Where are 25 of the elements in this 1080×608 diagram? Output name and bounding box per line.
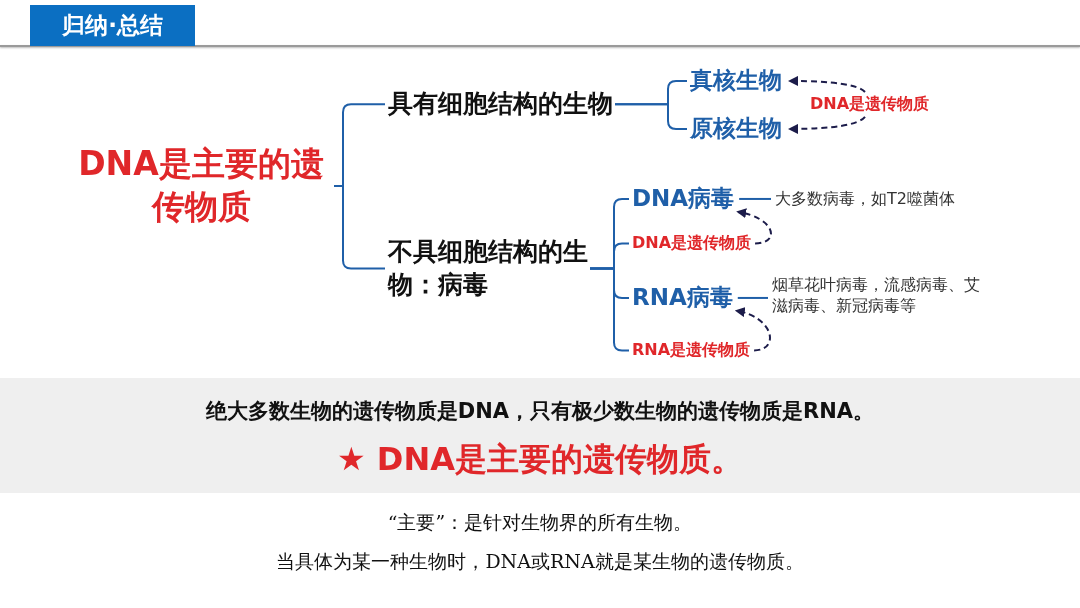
dashed-arrow — [788, 115, 866, 134]
branch-label: DNA是遗传物质 — [810, 94, 930, 115]
dashed-arrow — [736, 208, 772, 245]
dashed-arrow — [788, 76, 866, 93]
branch-label: RNA是遗传物质 — [632, 340, 751, 361]
branch-label: DNA是遗传物质 — [632, 233, 752, 254]
note-text: 当具体为某一种生物时，DNA或RNA就是某生物的遗传物质。 — [275, 549, 805, 574]
topic-text: DNA是主要的遗传物质 — [70, 143, 332, 229]
branch-label: 真核生物 — [690, 66, 782, 96]
summary-text: 绝大多数生物的遗传物质是DNA，只有极少数生物的遗传物质是RNA。 — [204, 398, 876, 425]
connector-line — [736, 296, 769, 299]
branch-label: RNA病毒 — [632, 283, 733, 313]
connector-line — [738, 197, 772, 200]
branch-label: 原核生物 — [690, 114, 782, 144]
section-title: 归纳·总结 — [30, 5, 195, 46]
example-note: 烟草花叶病毒，流感病毒、艾滋病毒、新冠病毒等 — [772, 275, 994, 317]
dashed-arrow — [734, 307, 771, 352]
bracket-line — [614, 103, 688, 130]
branch-label: 具有细胞结构的生物 — [388, 88, 613, 121]
conclusion-text: ★ DNA是主要的遗传物质。 — [336, 439, 744, 480]
bracket-line — [333, 184, 386, 270]
branch-label: 不具细胞结构的生物：病毒 — [388, 236, 588, 301]
branch-label: DNA病毒 — [632, 184, 735, 214]
note-text: “主要”：是针对生物界的所有生物。 — [386, 510, 694, 535]
example-note: 大多数病毒，如T2噬菌体 — [775, 189, 955, 210]
